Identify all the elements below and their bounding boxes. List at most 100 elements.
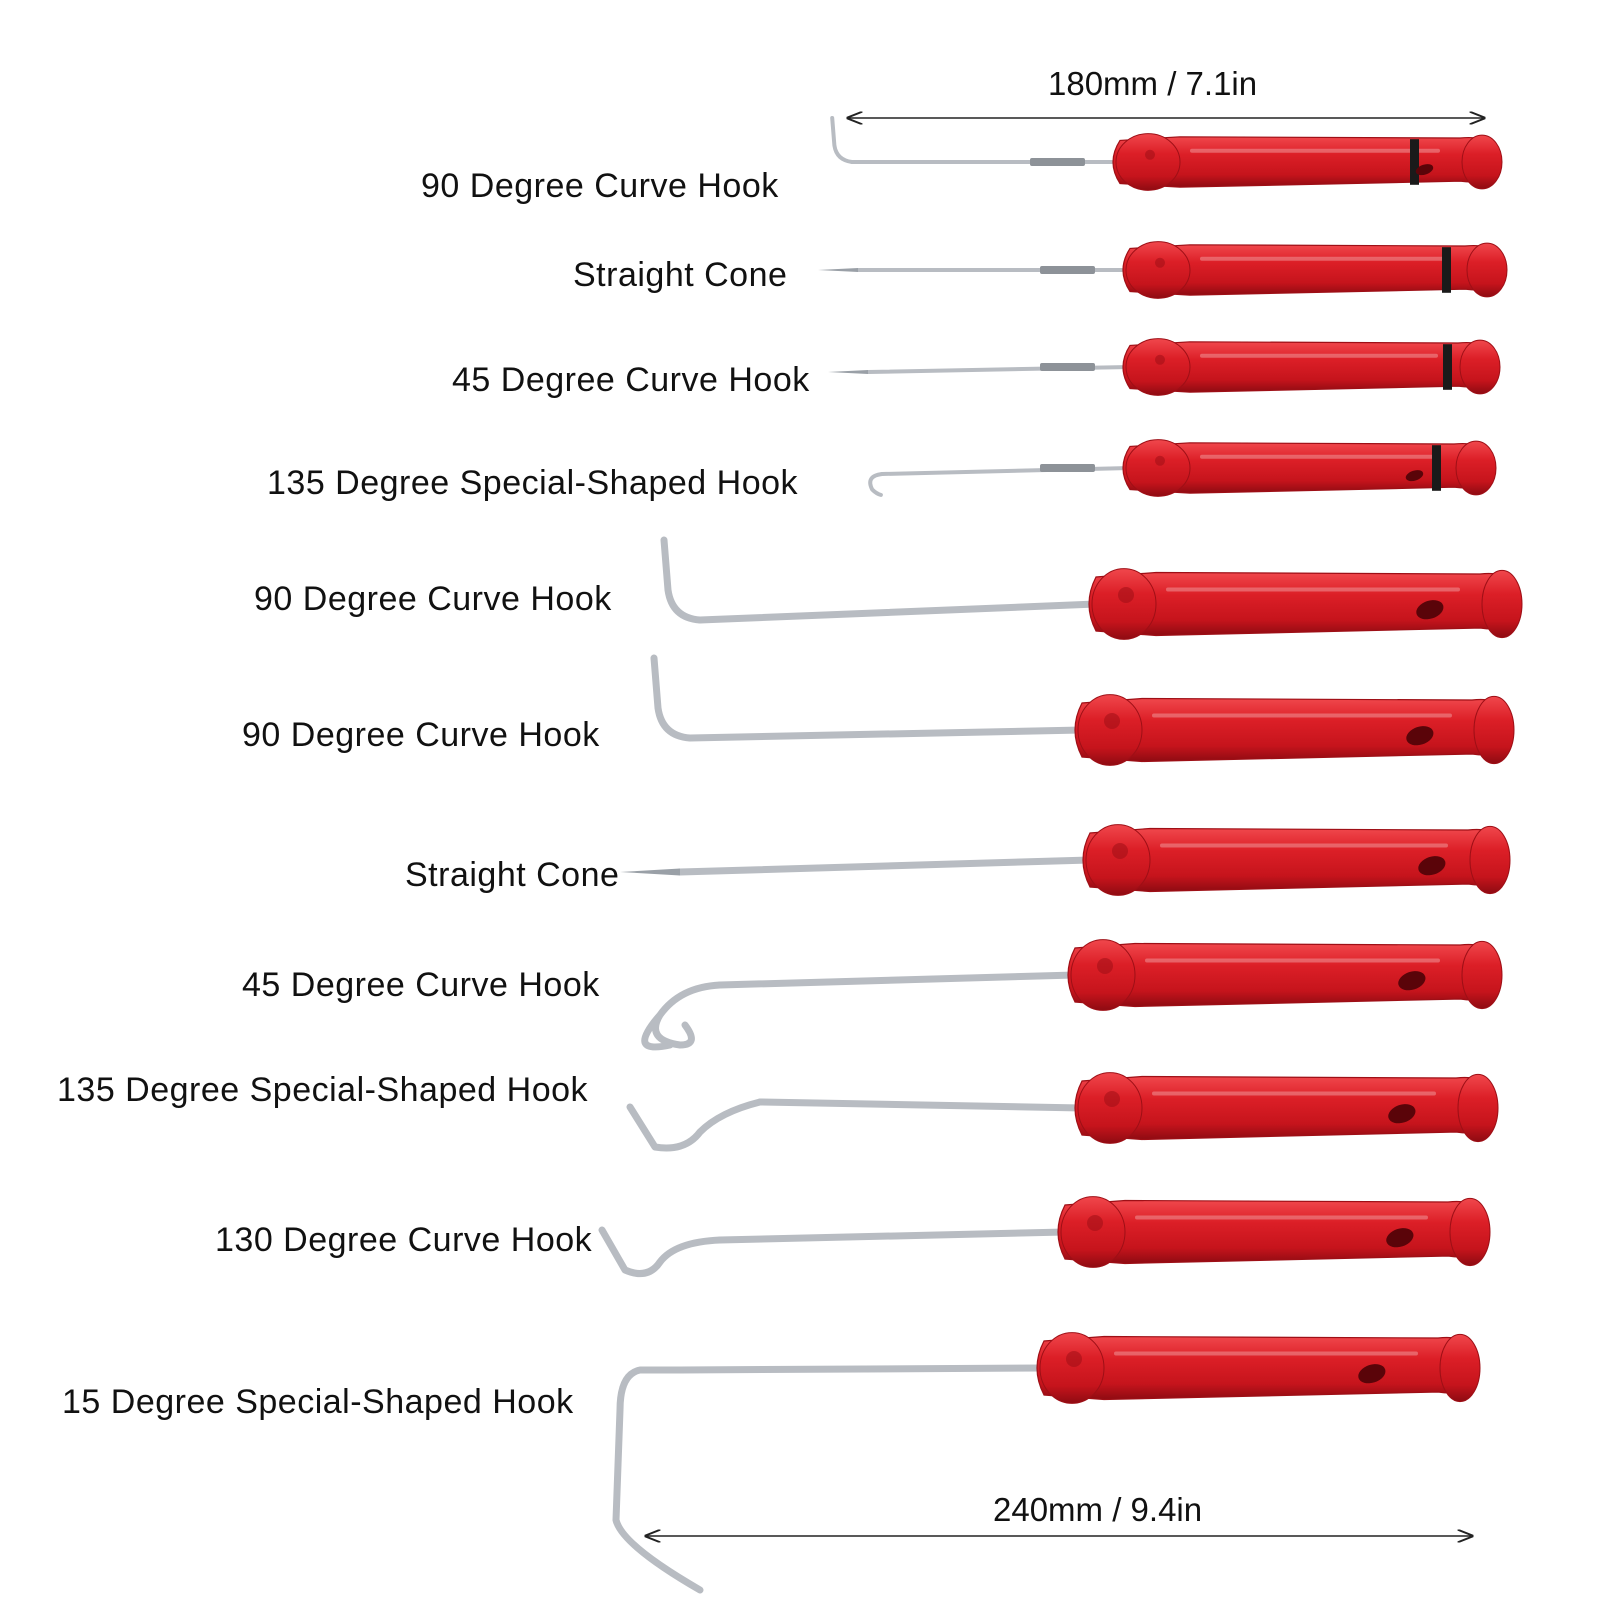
tool-8 [641,939,1503,1051]
tool-9-hole [1388,1104,1416,1124]
tool-4 [868,439,1497,497]
tool-2-collar [1125,241,1191,299]
tool-4-hole [1405,470,1424,482]
tool-10-collar [1060,1196,1126,1268]
tool-7-tip [620,868,680,876]
dimension-top: 180mm / 7.1in [1048,65,1258,102]
tool-3-tip [828,370,868,374]
tool-label-5: 90 Degree Curve Hook [254,580,612,618]
tool-11-highlight [1114,1351,1418,1356]
tool-6-tip [650,654,694,742]
tool-4-collar [1125,439,1191,497]
tool-11-collar-dimple [1066,1351,1082,1367]
tool-1-highlight [1190,148,1440,153]
tool-1-knurl [1030,158,1085,166]
tool-10-shaft [716,1228,1069,1244]
tool-5-highlight [1166,587,1460,592]
tool-10-tip [598,1226,724,1278]
tool-label-2: Straight Cone [573,256,788,294]
tool-9-collar [1077,1072,1143,1144]
tool-3-collar [1125,338,1191,396]
tool-7-shaft [676,856,1094,876]
tool-4-band [1432,445,1441,491]
tool-2 [818,241,1508,299]
tool-9 [626,1072,1499,1152]
tool-6-collar-dimple [1104,713,1120,729]
tool-3-highlight [1200,353,1438,358]
dimension-bottom: 240mm / 9.4in [993,1491,1203,1528]
tool-7 [620,824,1511,896]
tool-label-4: 135 Degree Special-Shaped Hook [267,464,799,502]
tool-3 [828,338,1501,396]
tool-6-shaft [686,726,1086,742]
tool-9-end-cap [1457,1073,1499,1143]
tool-label-11: 15 Degree Special-Shaped Hook [62,1383,574,1421]
tool-9-highlight [1152,1091,1436,1096]
tool-7-highlight [1160,843,1448,848]
tool-1-collar-dimple [1145,149,1155,160]
tool-9-shaft [756,1098,1086,1112]
tool-7-hole [1418,856,1446,876]
tool-2-knurl [1040,266,1095,274]
tool-5-collar-dimple [1118,587,1134,603]
tool-label-8: 45 Degree Curve Hook [242,966,600,1004]
tool-1-band [1410,139,1419,185]
tool-8-shaft [716,971,1079,989]
tool-11-shaft [676,1364,1048,1374]
tool-1-hole [1415,164,1434,176]
tool-6 [650,654,1515,766]
tool-6-highlight [1152,713,1452,718]
tool-8-hole [1398,971,1426,991]
tool-4-highlight [1200,454,1434,459]
tool-10 [598,1196,1491,1278]
tool-11-tip [612,1366,704,1594]
tool-2-band [1442,247,1451,293]
tool-3-collar-dimple [1155,354,1165,365]
tool-4-end-cap [1455,440,1497,496]
tool-5-end-cap [1481,569,1523,639]
tool-11-end-cap [1439,1333,1481,1403]
tool-1-collar [1115,133,1181,191]
tool-label-9: 135 Degree Special-Shaped Hook [57,1071,589,1109]
tool-5 [660,536,1523,640]
tool-8-collar [1070,939,1136,1011]
tool-8-highlight [1145,958,1440,963]
tool-9-tip [626,1098,764,1152]
tool-6-collar [1077,694,1143,766]
tool-10-hole [1386,1228,1414,1248]
tool-7-collar [1085,824,1151,896]
tool-6-end-cap [1473,695,1515,765]
tool-2-highlight [1200,256,1445,261]
tool-11 [612,1332,1481,1594]
tool-label-10: 130 Degree Curve Hook [215,1221,593,1259]
tool-7-end-cap [1469,825,1511,895]
tool-5-collar [1091,568,1157,640]
tool-6-hole [1406,726,1434,746]
tool-11-hole [1358,1364,1386,1384]
tool-label-6: 90 Degree Curve Hook [242,716,600,754]
tool-9-collar-dimple [1104,1091,1120,1107]
tool-8-collar-dimple [1097,958,1113,974]
tool-7-collar-dimple [1112,843,1128,859]
tool-3-end-cap [1459,339,1501,395]
tool-4-collar-dimple [1155,455,1165,466]
tool-3-band [1443,344,1452,390]
tool-4-knurl [1040,464,1095,472]
tool-2-tip [818,268,858,272]
tool-1 [830,116,1503,191]
tool-10-highlight [1135,1215,1428,1220]
tool-8-tip [641,981,724,1051]
tool-1-end-cap [1461,134,1503,190]
tool-3-knurl [1040,363,1095,371]
tool-label-1: 90 Degree Curve Hook [421,167,779,205]
tool-5-shaft [696,600,1100,624]
tool-1-tip [830,116,854,164]
tool-2-end-cap [1466,242,1508,298]
tool-10-collar-dimple [1087,1215,1103,1231]
tool-10-end-cap [1449,1197,1491,1267]
tool-4-tip [868,472,884,497]
tool-5-tip [660,536,704,624]
tool-8-end-cap [1461,940,1503,1010]
